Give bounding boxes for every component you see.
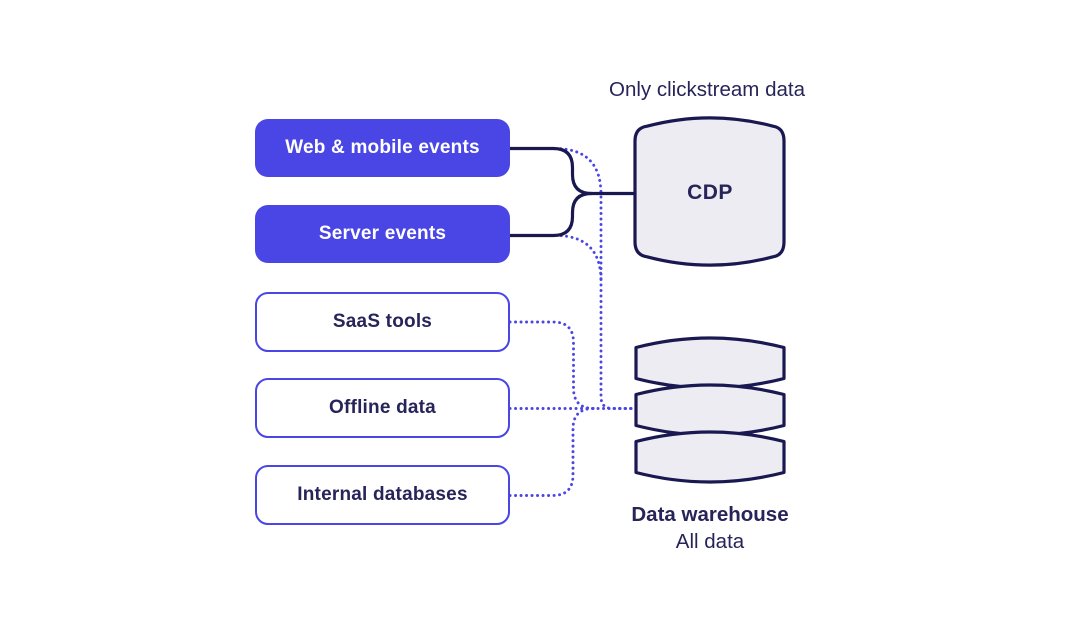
cdp-label: CDP <box>687 181 733 204</box>
source-box-label: Web & mobile events <box>285 137 480 158</box>
source-box-label: Server events <box>318 223 447 244</box>
cdp-shape <box>633 116 786 267</box>
connector-dotted-web-mobile-to-warehouse <box>553 147 636 410</box>
connector-dotted-server-to-warehouse <box>554 234 603 283</box>
connector-solid-server-to-cdp <box>508 191 594 238</box>
source-box-saas-tools: SaaS tools <box>255 292 510 352</box>
cdp-annotation: Only clickstream data <box>609 78 805 101</box>
connector-solid-web-mobile-to-cdp <box>508 146 635 196</box>
connector-dotted-internal-to-warehouse <box>508 407 595 497</box>
source-box-label: SaaS tools <box>332 311 433 332</box>
source-box-server-events: Server events <box>255 205 510 263</box>
warehouse-disk-middle <box>634 383 786 437</box>
warehouse-label: Data warehouse <box>631 503 789 526</box>
warehouse-sublabel: All data <box>675 530 745 553</box>
source-box-web-mobile-events: Web & mobile events <box>255 119 510 177</box>
source-box-internal-databases: Internal databases <box>255 465 510 525</box>
source-box-offline-data: Offline data <box>255 378 510 438</box>
source-box-label: Internal databases <box>297 484 468 505</box>
connector-dotted-saas-to-warehouse <box>508 320 596 410</box>
source-box-label: Offline data <box>329 397 436 418</box>
warehouse-disk-bottom <box>634 430 786 484</box>
warehouse-disk-top <box>634 336 786 390</box>
